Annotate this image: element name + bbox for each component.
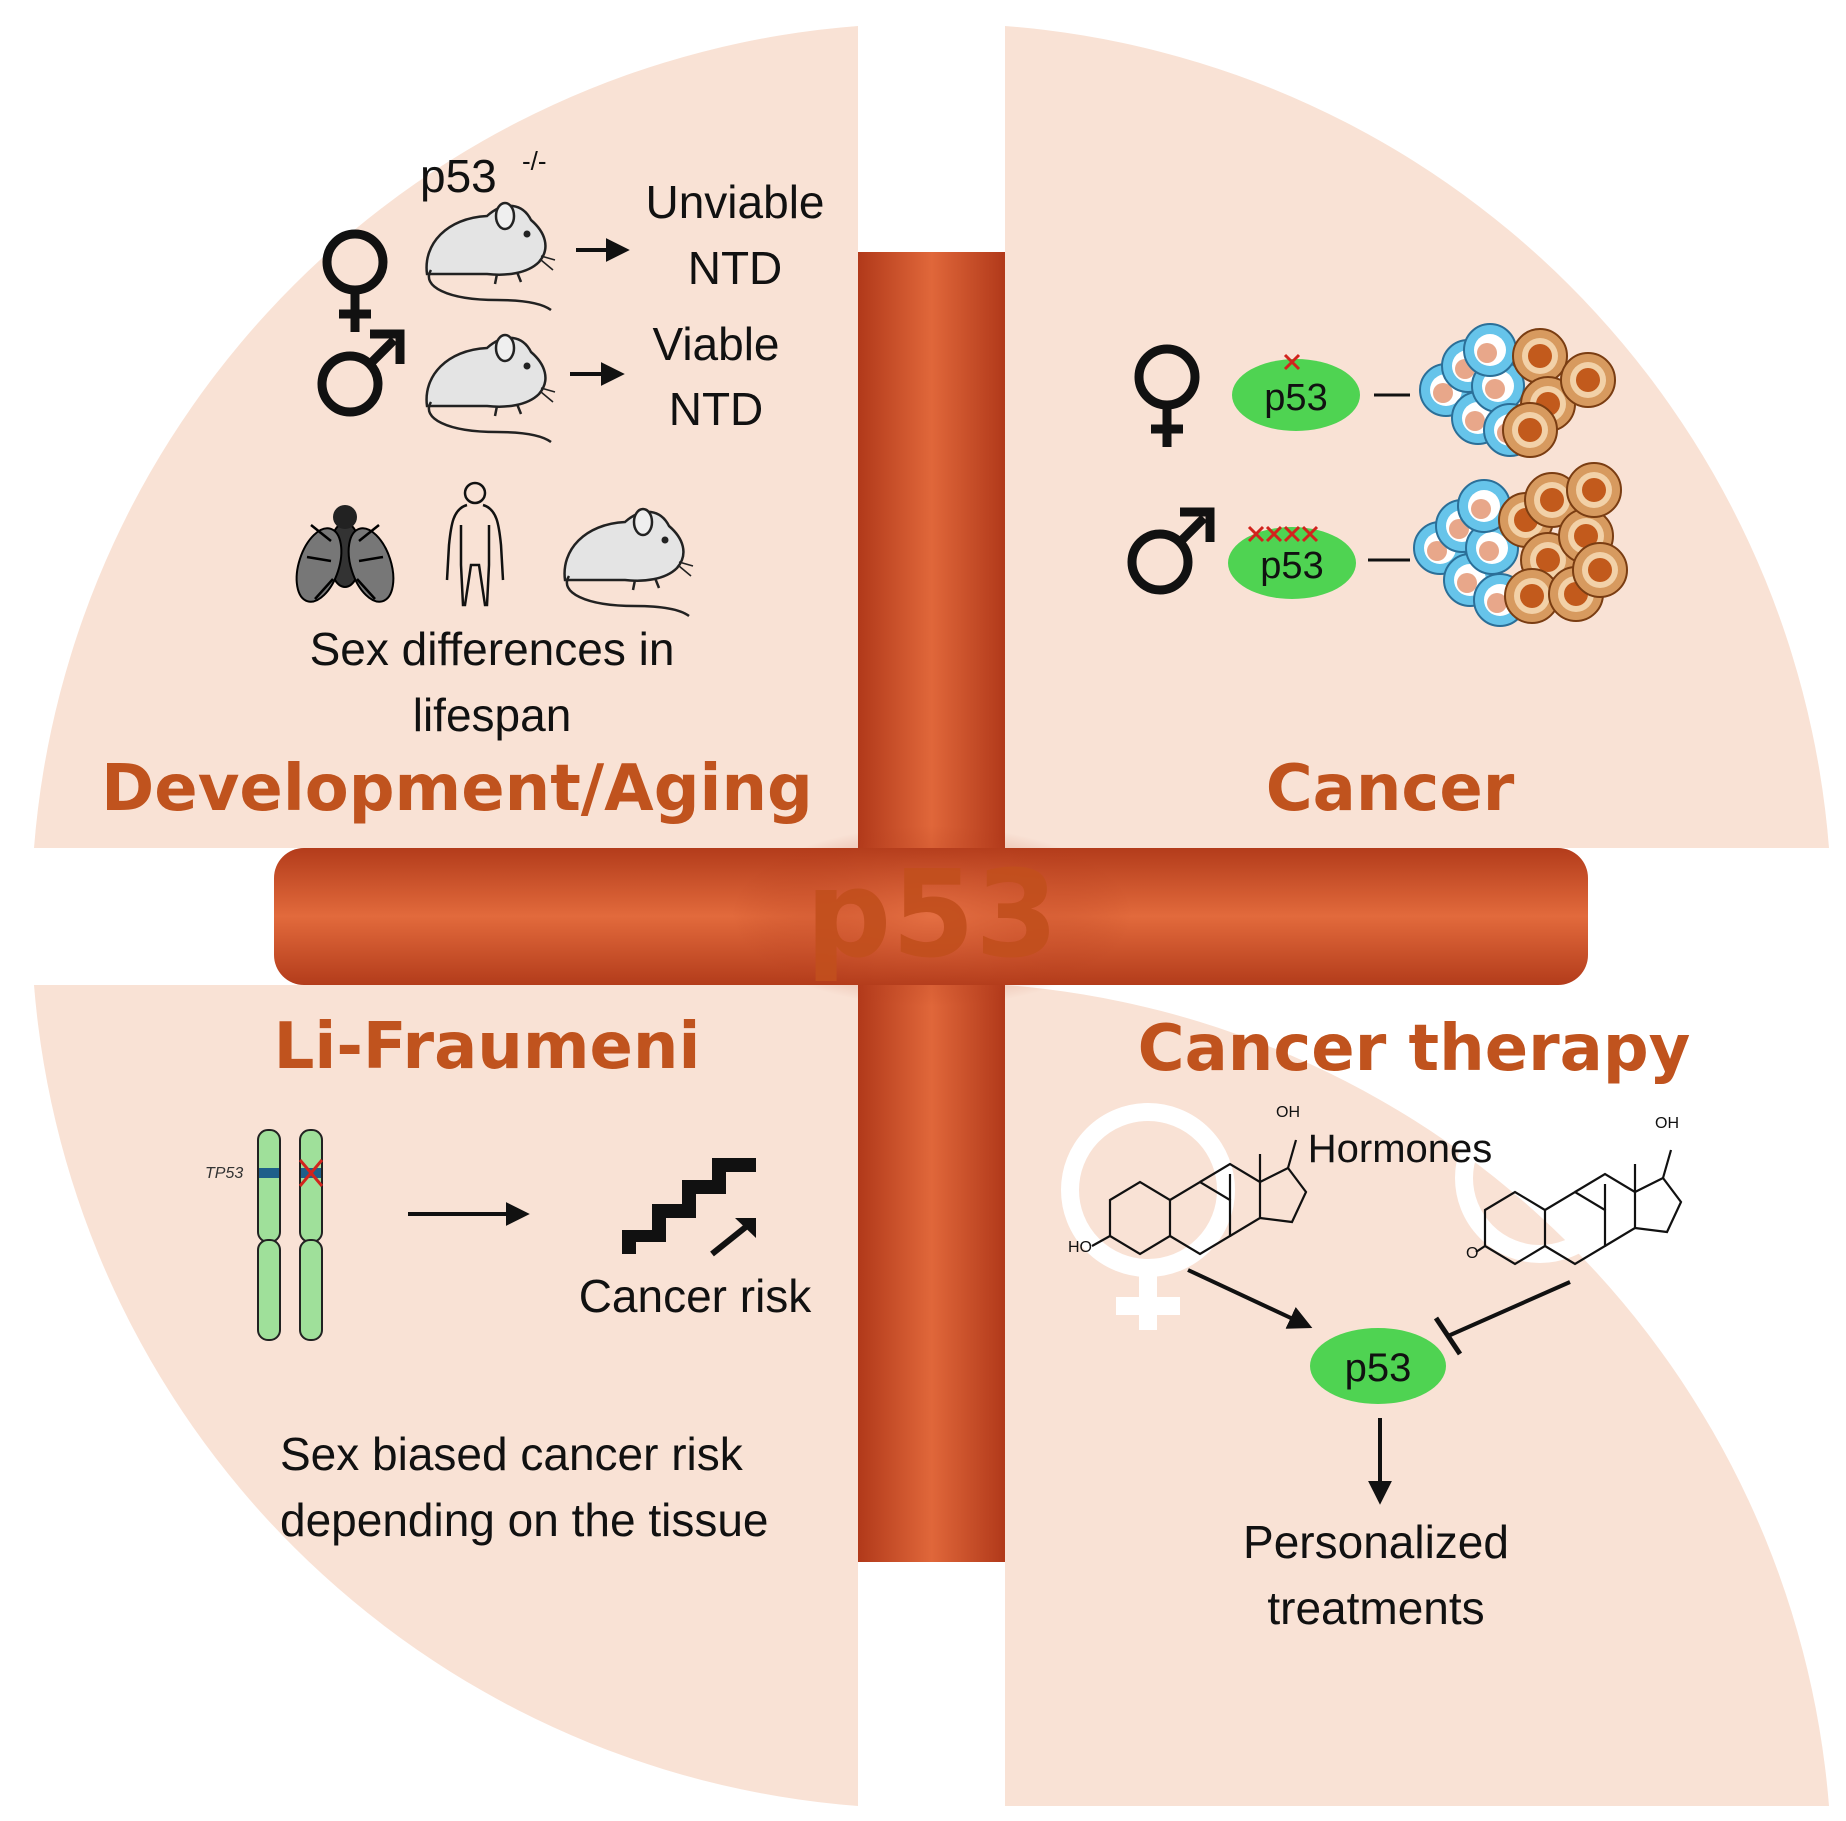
rising-risk-stairs-icon [622, 1158, 756, 1257]
gene-label: TP53 [205, 1165, 243, 1182]
chromosome-mutated [298, 1129, 324, 1341]
female-outcome-line1: Unviable [646, 176, 825, 228]
quadrant-top-left [34, 26, 858, 848]
male-symbol-white-icon [1455, 1073, 1645, 1263]
female-outcome-line2: NTD [688, 242, 783, 294]
chromosome-normal [257, 1129, 281, 1341]
p53-protein-therapy-label: p53 [1345, 1346, 1412, 1390]
genotype-superscript: -/- [522, 146, 547, 176]
hormones-label: Hormones [1308, 1127, 1493, 1171]
genotype-label: p53 [420, 150, 497, 202]
quadrant-bottom-left [34, 985, 858, 1806]
p53-protein-female-label: p53 [1264, 377, 1327, 419]
cancer-therapy-panel: Cancer therapy OH HO Hormones OH O p53 P… [1061, 1012, 1691, 1634]
cancer-title: Cancer [1266, 752, 1515, 826]
o-label: O [1466, 1245, 1478, 1262]
li-fraumeni-panel: Li-Fraumeni TP53 Cancer risk Sex biased … [205, 1010, 812, 1546]
p53-protein-male [1228, 527, 1356, 599]
inhibition-line-icon [1447, 1280, 1571, 1338]
male-outcome-line1: Viable [652, 318, 779, 370]
li-fraumeni-note-line2: depending on the tissue [280, 1494, 769, 1546]
p53-protein-male-label: p53 [1260, 545, 1323, 587]
development-aging-panel: p53 -/- Unviable NTD Viable NTD Sex diff… [101, 146, 824, 826]
quadrant-top-right [1005, 26, 1829, 848]
male-outcome-line2: NTD [669, 383, 764, 435]
oh-label-female: OH [1276, 1104, 1300, 1121]
activation-arrow-icon [1187, 1268, 1313, 1329]
therapy-outcome-line2: treatments [1267, 1582, 1484, 1634]
development-aging-title: Development/Aging [101, 752, 813, 826]
p53-protein-therapy [1310, 1328, 1446, 1404]
lifespan-line2: lifespan [413, 689, 572, 741]
cancer-therapy-title: Cancer therapy [1138, 1012, 1691, 1086]
ho-label: HO [1068, 1239, 1092, 1256]
fly-icon [295, 505, 395, 603]
central-cross: p53 [274, 252, 1588, 1562]
oh-label-male: OH [1655, 1115, 1679, 1132]
li-fraumeni-title: Li-Fraumeni [274, 1010, 701, 1084]
lifespan-line1: Sex differences in [310, 623, 675, 675]
therapy-outcome-line1: Personalized [1243, 1516, 1509, 1568]
cancer-risk-label: Cancer risk [579, 1270, 813, 1322]
human-icon [445, 481, 505, 607]
cancer-panel: p53 p53 [1132, 323, 1628, 826]
female-symbol-white-icon [1061, 1103, 1235, 1330]
center-p53-label: p53 [806, 846, 1059, 985]
li-fraumeni-note-line1: Sex biased cancer risk [280, 1428, 744, 1480]
p53-protein-female [1232, 359, 1360, 431]
